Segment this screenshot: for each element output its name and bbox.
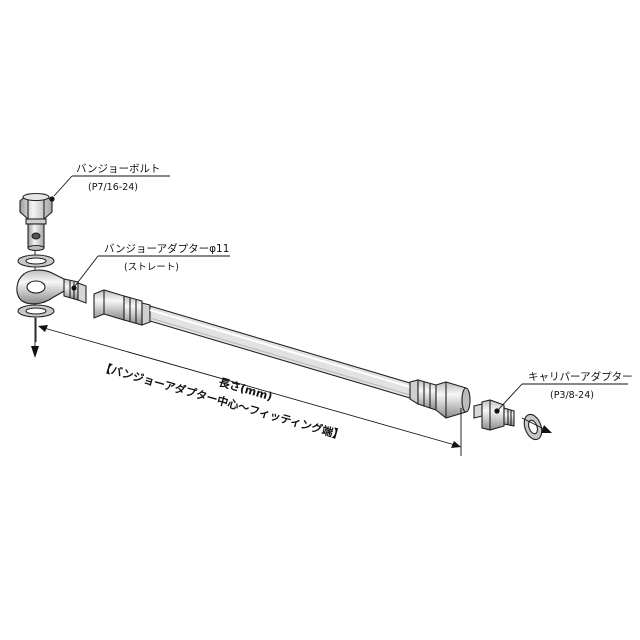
banjo-adapter-spec: (ストレート) — [124, 262, 179, 273]
caliper-adapter-leader — [494, 383, 628, 414]
brake-hose — [149, 305, 411, 399]
upper-washer — [17, 254, 55, 268]
right-hose-fitting — [409, 379, 471, 419]
caliper-adapter-label: キャリパーアダプター — [528, 370, 633, 383]
caliper-washer — [523, 413, 543, 441]
left-hose-fitting — [93, 289, 151, 326]
caliper-adapter — [473, 399, 515, 431]
banjo-bolt-spec: (P7/16-24) — [88, 182, 138, 193]
banjo-adapter — [16, 269, 87, 305]
lower-washer — [17, 304, 55, 318]
banjo-bolt-leader — [49, 175, 170, 202]
banjo-bolt-label: バンジョーボルト — [76, 163, 161, 175]
banjo-bolt — [19, 192, 53, 252]
length-dimension-line — [35, 318, 462, 456]
caliper-direction-arrow — [521, 417, 552, 433]
banjo-adapter-leader — [71, 255, 230, 291]
caliper-adapter-spec: (P3/8-24) — [550, 390, 594, 401]
banjo-adapter-label: バンジョーアダプターφ11 — [104, 242, 229, 255]
length-definition: 【バンジョーアダプター中心～フィッティング端】 — [99, 360, 345, 443]
